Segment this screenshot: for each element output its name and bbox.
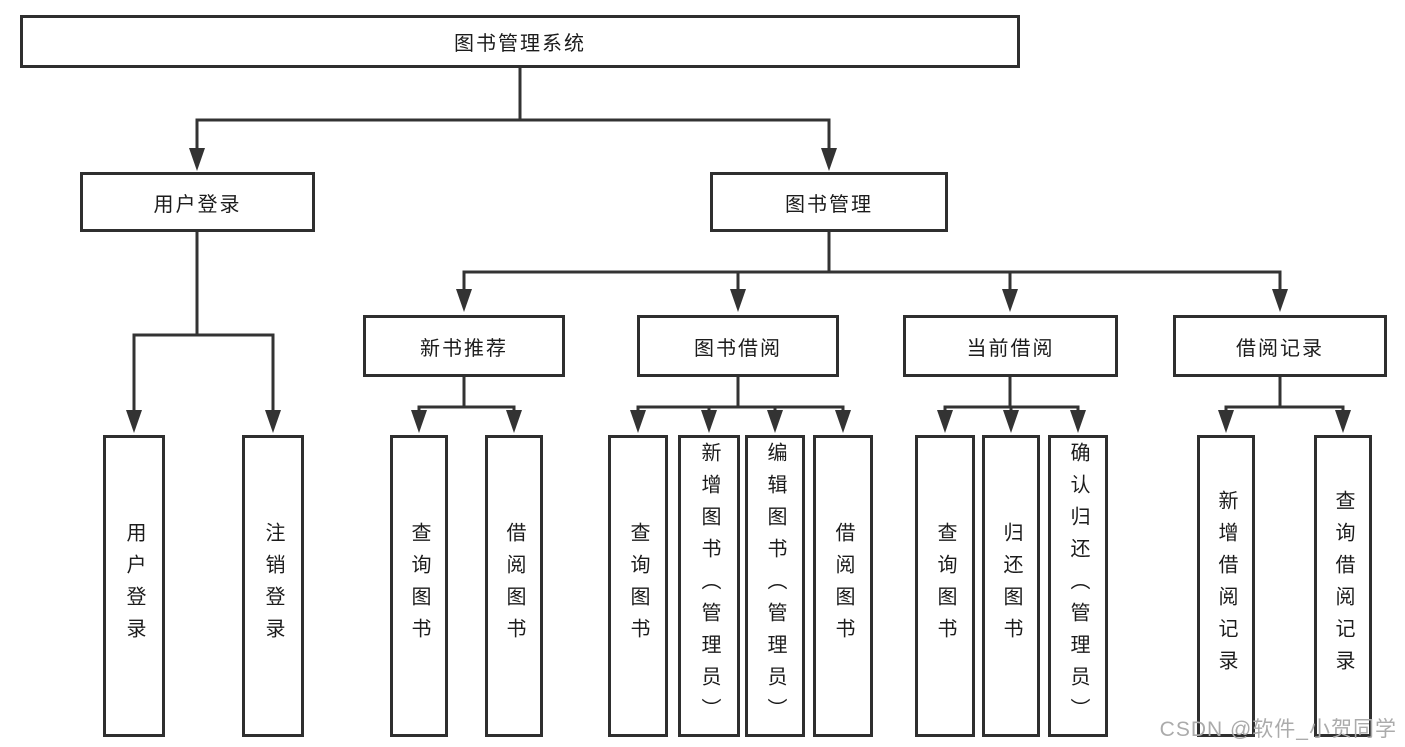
node-current-borrow: 当前借阅 [903,315,1118,377]
node-label: 注销登录 [262,522,284,650]
leaf-query-books-recommend: 查询图书 [390,435,448,737]
node-label: 编辑图书（管理员） [764,442,786,730]
node-label: 新书推荐 [420,337,508,360]
node-label: 新增借阅记录 [1215,490,1237,682]
node-label: 新增图书（管理员） [698,442,720,730]
leaf-user-login: 用户登录 [103,435,165,737]
leaf-query-books-current: 查询图书 [915,435,975,737]
leaf-return-books: 归还图书 [982,435,1040,737]
node-label: 查询图书 [934,522,956,650]
node-book-borrow: 图书借阅 [637,315,839,377]
node-label: 图书管理 [785,193,873,216]
leaf-borrow-books: 借阅图书 [813,435,873,737]
node-label: 借阅图书 [503,522,525,650]
connector-new-book-recommend-to-leaves [411,375,522,433]
leaf-query-books-borrow: 查询图书 [608,435,668,737]
connector-root-to-level2 [189,66,837,171]
node-label: 确认归还（管理员） [1067,442,1089,730]
connector-user-login-to-leaves [126,230,281,433]
node-label: 查询借阅记录 [1332,490,1354,682]
node-label: 归还图书 [1000,522,1022,650]
node-label: 图书管理系统 [454,33,586,55]
node-label: 图书借阅 [694,337,782,360]
leaf-query-borrow-record: 查询借阅记录 [1314,435,1372,737]
node-label: 借阅图书 [832,522,854,650]
node-label: 查询图书 [627,522,649,650]
node-label: 用户登录 [153,193,242,216]
node-library-management-system: 图书管理系统 [20,15,1020,68]
connector-book-borrow-to-leaves [630,375,851,433]
connector-borrow-records-to-leaves [1218,375,1351,433]
node-book-management: 图书管理 [710,172,948,232]
connector-book-management-to-level3 [456,230,1288,312]
leaf-borrow-books-recommend: 借阅图书 [485,435,543,737]
leaf-confirm-return-admin: 确认归还（管理员） [1048,435,1108,737]
leaf-add-borrow-record: 新增借阅记录 [1197,435,1255,737]
csdn-watermark: CSDN @软件_小贺同学 [1159,718,1397,741]
connector-current-borrow-to-leaves [937,375,1086,433]
leaf-logout: 注销登录 [242,435,304,737]
node-label: 当前借阅 [966,337,1055,360]
node-label: 用户登录 [123,522,145,650]
node-label: 借阅记录 [1236,337,1324,360]
node-borrow-records: 借阅记录 [1173,315,1387,377]
leaf-add-book-admin: 新增图书（管理员） [678,435,740,737]
node-new-book-recommend: 新书推荐 [363,315,565,377]
node-user-login: 用户登录 [80,172,315,232]
node-label: 查询图书 [408,522,430,650]
leaf-edit-book-admin: 编辑图书（管理员） [745,435,805,737]
